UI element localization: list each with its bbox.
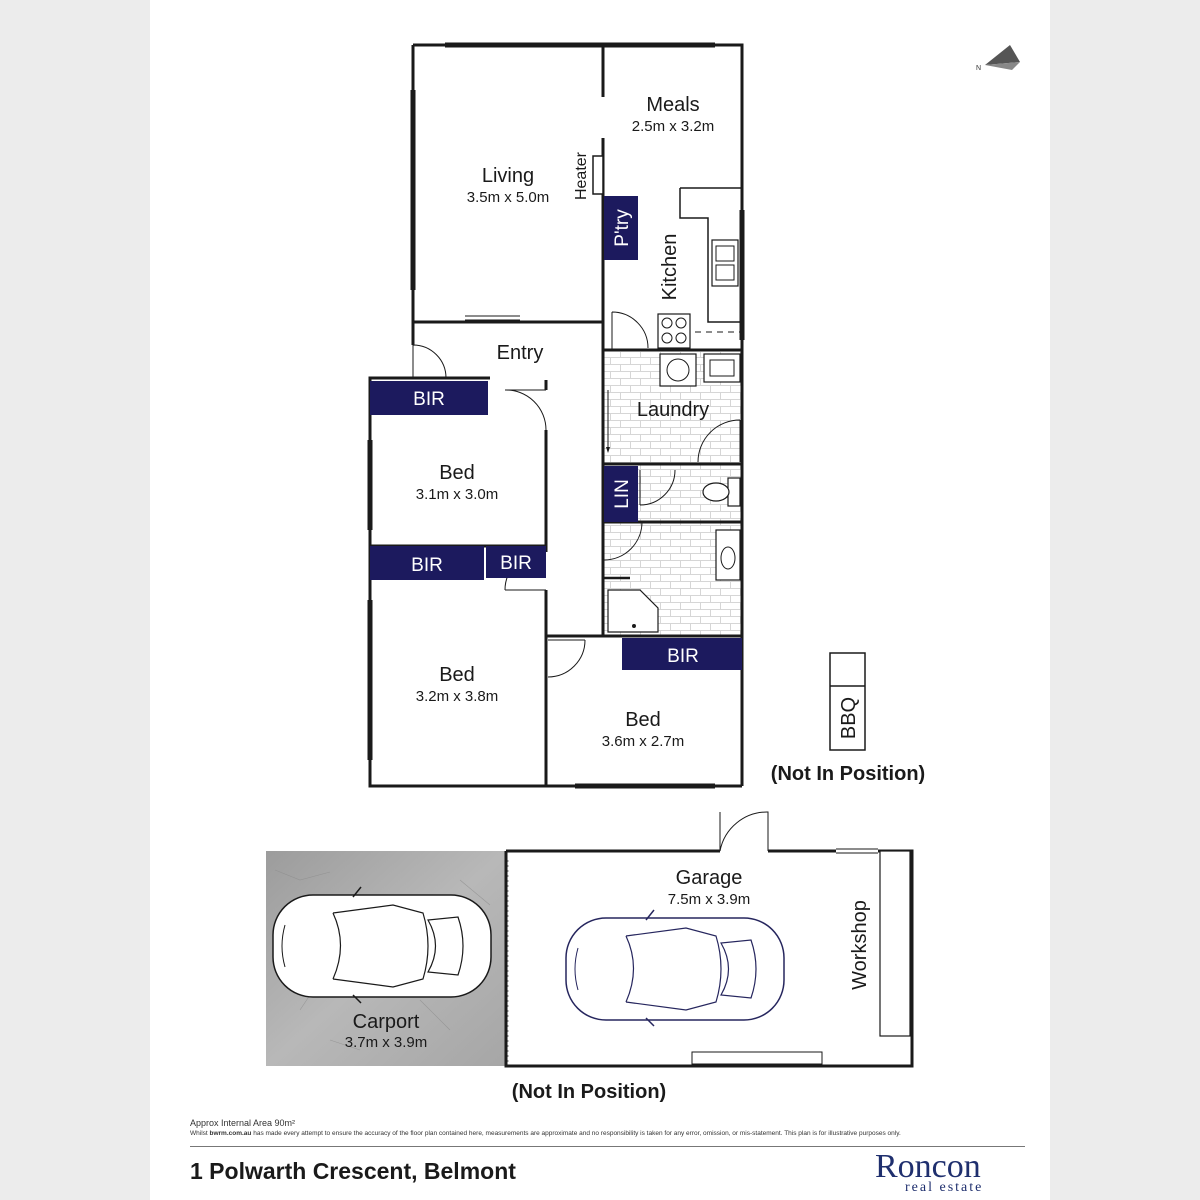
bir-block (370, 381, 488, 415)
laundry-label: Laundry (637, 399, 709, 421)
bbq-label: BBQ (838, 697, 860, 739)
heater-unit (592, 155, 604, 195)
heater-label: Heater (573, 151, 590, 200)
kitchen-label: Kitchen (659, 234, 681, 301)
disclaimer: Whilst bwrm.com.au has made every attemp… (190, 1130, 1020, 1137)
living-dims: 3.5m x 5.0m (467, 189, 550, 206)
bir-label: BIR (667, 646, 699, 667)
entry-label: Entry (497, 342, 544, 364)
bbq-note: (Not In Position) (771, 763, 925, 785)
toilet-icon (702, 477, 741, 507)
cooktop-icon (657, 313, 691, 349)
pantry-label: P'try (612, 209, 633, 247)
car-icon (565, 909, 785, 1027)
footer-divider (190, 1146, 1025, 1147)
bed2-label: Bed (439, 664, 475, 686)
bed2-dims: 3.2m x 3.8m (416, 688, 499, 705)
pantry-block (604, 196, 638, 260)
garage-window (836, 848, 878, 854)
windows (367, 42, 745, 789)
disclaimer-prefix: Whilst (190, 1130, 210, 1137)
footer-notes: Approx Internal Area 90m² Whilst bwrm.co… (190, 1118, 1020, 1137)
property-address: 1 Polwarth Crescent, Belmont (190, 1158, 516, 1184)
bir-block (370, 546, 484, 580)
disclaimer-site: bwrm.com.au (209, 1130, 252, 1137)
logo-brand: Roncon (875, 1148, 981, 1185)
workshop-label: Workshop (849, 900, 871, 990)
linen-block (604, 466, 638, 522)
carport-label: Carport (353, 1011, 420, 1033)
internal-area: Approx Internal Area 90m² (190, 1118, 296, 1128)
bed3-label: Bed (625, 709, 661, 731)
agency-logo: Roncon real estate (875, 1148, 1025, 1196)
garage-door-swing (719, 811, 769, 852)
bir-block (622, 638, 742, 670)
garage-shelf (691, 1051, 823, 1065)
living-label: Living (482, 165, 534, 187)
bed3-dims: 3.6m x 2.7m (602, 733, 685, 750)
bir-label: BIR (411, 555, 443, 576)
svg-text:N: N (976, 65, 981, 72)
workshop-bench (879, 850, 911, 1037)
kitchen-bench (679, 188, 742, 323)
vanity-icon (715, 529, 741, 581)
laundry-tub-icon (703, 353, 741, 383)
bir-label: BIR (413, 389, 445, 410)
disclaimer-rest: has made every attempt to ensure the acc… (251, 1130, 901, 1137)
carport-dims: 3.7m x 3.9m (345, 1034, 428, 1051)
linen-label: LIN (612, 479, 633, 509)
car-icon (272, 886, 492, 1004)
shower-icon (607, 589, 659, 633)
bir-block (486, 546, 546, 578)
bbq-unit (829, 652, 866, 751)
bir-label: BIR (500, 553, 532, 574)
north-arrow-icon: N (976, 45, 1020, 72)
door-swings (412, 311, 741, 678)
garage-dims: 7.5m x 3.9m (668, 891, 751, 908)
bed1-label: Bed (439, 462, 475, 484)
carport-note: (Not In Position) (512, 1081, 666, 1103)
bed1-dims: 3.1m x 3.0m (416, 486, 499, 503)
garage-label: Garage (676, 867, 743, 889)
logo-subtitle: real estate (905, 1180, 984, 1195)
meals-label: Meals (646, 94, 699, 116)
meals-dims: 2.5m x 3.2m (632, 118, 715, 135)
